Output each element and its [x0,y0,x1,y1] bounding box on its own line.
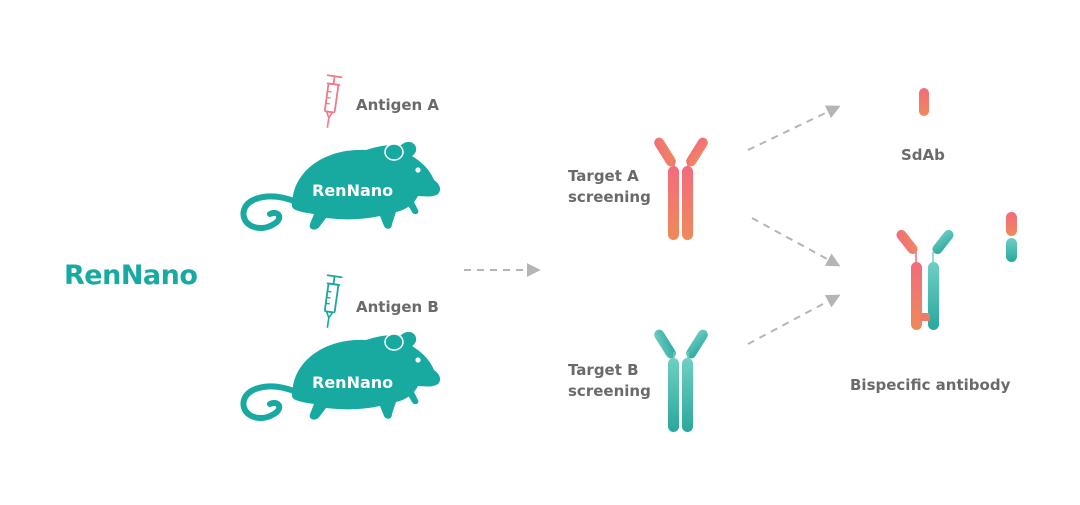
antigen-b-label: Antigen B [356,298,439,316]
arrow-to-sdab-icon [747,105,841,151]
target-b-line2: screening [568,382,651,400]
bispecific-label: Bispecific antibody [850,376,1011,394]
target-b-line1: Target B [568,361,639,379]
brand-logo: RenNano [64,260,198,291]
mouse-a-label: RenNano [312,181,393,200]
target-b-label: Target B screening [568,360,651,402]
arrow-b-to-bispecific-icon [747,294,841,345]
antibody-b-icon [654,329,708,432]
sdab-icon [919,88,929,116]
antibody-a-icon [654,137,708,240]
target-a-line2: screening [568,188,651,206]
antigen-a-label: Antigen A [356,96,440,114]
sdab-label: SdAb [901,146,945,164]
target-a-label: Target A screening [568,166,651,208]
syringe-a-icon [319,74,343,130]
target-a-line1: Target A [568,167,639,185]
vhh-fragment-icon [1006,212,1017,262]
arrow-a-to-bispecific-icon [751,217,841,267]
mouse-b-label: RenNano [312,373,393,392]
bispecific-antibody-icon [896,229,954,330]
syringe-b-icon [319,274,343,330]
